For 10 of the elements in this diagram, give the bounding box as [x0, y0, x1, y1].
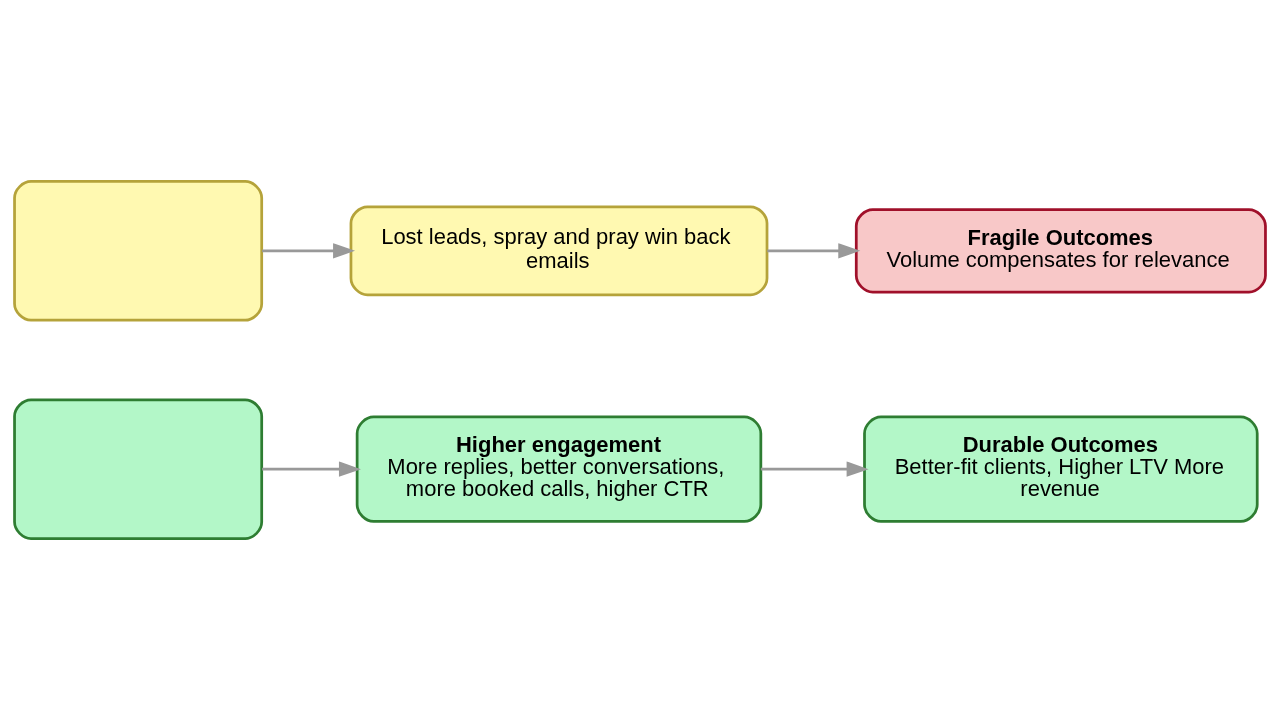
node-box: [13, 180, 264, 322]
node-box: Fragile Outcomes Volume compensates for relevance: [854, 208, 1267, 294]
arrow: [760, 461, 869, 477]
arrow: [767, 243, 861, 259]
node-box: Lost leads, spray and pray win back emails: [349, 205, 769, 297]
arrow: [262, 461, 361, 477]
arrow: [262, 243, 356, 259]
node-box: Higher engagement More replies, better conversations, more booked calls, higher CTR: [355, 415, 763, 523]
node-box: Durable Outcomes Better-fit clients, Higher LTV More revenue: [863, 415, 1259, 523]
node-box: [13, 398, 264, 540]
